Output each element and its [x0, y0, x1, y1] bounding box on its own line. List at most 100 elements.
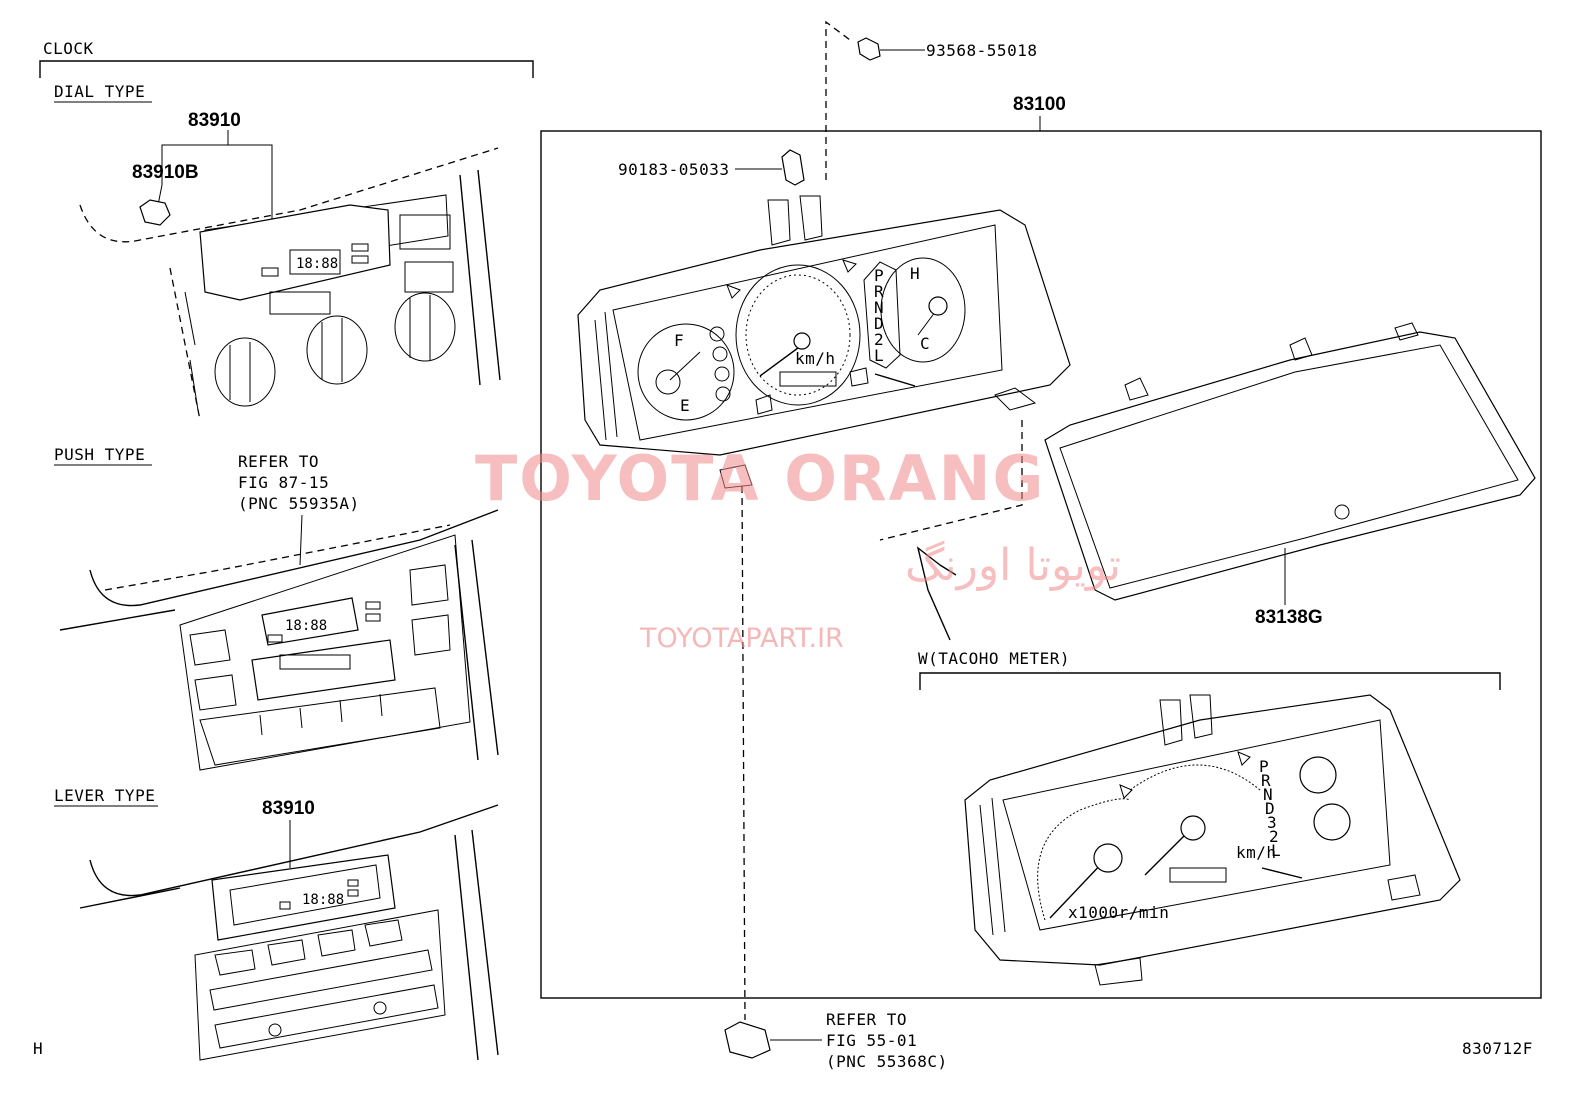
gear-2: 2	[874, 330, 884, 349]
lever-buttons-row	[214, 919, 403, 976]
tacho-housing	[964, 694, 1461, 966]
part-83910-lever: 83910	[262, 798, 315, 819]
lever-type-group: LEVER TYPE 83910 18:88	[54, 786, 499, 1061]
lens-clips	[1124, 322, 1419, 401]
push-dash-inner	[104, 524, 451, 591]
speedometer-hub-tacho	[1180, 815, 1206, 841]
part-83100: 83100	[1013, 94, 1066, 115]
temp-needle-hub	[928, 296, 948, 316]
watermark-url: TOYOTAPART.IR	[639, 623, 844, 654]
lever-dash-top	[89, 804, 499, 897]
gear-n: N	[874, 298, 884, 317]
push-refer-line2: FIG 87-15	[238, 473, 329, 492]
speedometer-needle	[759, 344, 803, 377]
lever-button-left	[279, 901, 291, 910]
dial-knob-center	[306, 315, 368, 385]
bulb-socket-icon	[724, 1021, 771, 1059]
watermark-brand-fa: تویوتا اورنگ	[905, 540, 1121, 591]
gear-indicator-panel	[863, 261, 901, 369]
dial-clock-body	[199, 204, 391, 301]
temp-gauge-c: C	[920, 334, 930, 353]
tacho-trip-knob	[1261, 867, 1303, 879]
tacho-face	[1002, 719, 1391, 931]
watermark-brand: TOYOTA ORANG	[475, 442, 1045, 515]
speedometer-ticks	[745, 274, 851, 396]
push-refer-leader	[299, 514, 303, 566]
push-refer-line3: (PNC 55935A)	[238, 494, 360, 513]
dial-type-label: DIAL TYPE	[54, 82, 145, 101]
meter-face	[612, 224, 1003, 441]
dial-button-right-2	[351, 255, 369, 264]
tacho-unit: x1000r/min	[1068, 903, 1169, 922]
corner-letter: H	[33, 1039, 43, 1058]
meter-lens	[1044, 322, 1536, 605]
lever-button-right-1	[347, 879, 359, 887]
dial-display-text: 18:88	[296, 256, 338, 272]
tachometer-dial	[1037, 798, 1131, 921]
push-panel-outline	[179, 534, 471, 771]
gear-d: D	[874, 314, 884, 333]
dial-knob-left	[214, 337, 276, 407]
meter-assembly-frame	[540, 130, 1542, 999]
part-93568-55018: 93568-55018	[926, 41, 1037, 60]
lever-type-label: LEVER TYPE	[54, 786, 155, 805]
fuel-needle	[669, 351, 701, 381]
lens-outer	[1044, 331, 1536, 601]
tachometer-needle	[1049, 859, 1106, 919]
dial-clock-display	[289, 249, 341, 275]
push-type-group: PUSH TYPE REFER TO FIG 87-15 (PNC 55935A…	[54, 445, 499, 771]
push-dash-top	[89, 509, 499, 607]
dial-vent-slot	[269, 291, 331, 315]
tacho-gear-2: 2	[1269, 827, 1279, 846]
lens-knob-hole	[1334, 504, 1350, 520]
tacho-top-tabs	[1159, 694, 1213, 746]
tacho-gear-n: N	[1263, 785, 1273, 804]
push-button-right-2	[365, 613, 381, 622]
clock-title: CLOCK	[43, 39, 94, 58]
lever-lower-slot	[214, 984, 439, 1049]
lever-button-right-2	[347, 889, 359, 897]
lever-knob-2	[373, 1001, 387, 1015]
gear-l: L	[874, 346, 884, 365]
indicator-2	[712, 346, 728, 362]
bottom-refer-line3: (PNC 55368C)	[826, 1052, 948, 1071]
tacho-turn-arrows	[1119, 751, 1251, 799]
tacho-label: W(TACOHO METER)	[918, 649, 1070, 668]
dial-dash-left	[169, 267, 201, 421]
turn-signal-arrows	[726, 259, 857, 299]
watermark: TOYOTA ORANG تویوتا اورنگ TOYOTAPART.IR	[475, 442, 1121, 654]
dial-knob-ribs	[229, 295, 431, 402]
tacho-gear-r: R	[1261, 771, 1271, 790]
lever-dash-left	[79, 887, 181, 909]
dial-dash-top	[79, 147, 499, 243]
fuel-gauge-e: E	[680, 396, 690, 415]
tacho-gear-3: 3	[1267, 813, 1277, 832]
bottom-refer-line2: FIG 55-01	[826, 1031, 917, 1050]
push-dash-left	[59, 609, 176, 631]
fuel-needle-hub	[655, 369, 681, 395]
tachometer-hub	[1093, 843, 1123, 873]
push-clock-body	[261, 597, 359, 646]
push-audio-unit	[251, 639, 396, 701]
speedometer-needle-tacho	[1144, 829, 1191, 876]
push-tray-ribs	[259, 693, 383, 736]
gear-r: R	[874, 282, 884, 301]
dial-type-group: DIAL TYPE 83910 83910B 18:88	[54, 82, 501, 421]
bottom-refer-line1: REFER TO	[826, 1010, 907, 1029]
tacho-fuel-gauge	[1313, 803, 1351, 841]
tacho-temp-gauge	[1299, 756, 1337, 794]
fuel-gauge	[637, 323, 735, 421]
part-90183-05033: 90183-05033	[618, 160, 729, 179]
dial-side-panel-2	[404, 261, 454, 293]
clock-section: CLOCK DIAL TYPE 83910 83910B 18:88	[39, 39, 534, 1061]
tacho-odometer	[1169, 867, 1227, 883]
part-83138g: 83138G	[1255, 607, 1323, 628]
lever-console-edge	[454, 829, 499, 1061]
dial-panel-lines	[184, 291, 199, 411]
dial-button-right-1	[351, 243, 369, 252]
dial-bulb-icon	[139, 199, 171, 226]
tacho-bottom-tabs	[1094, 874, 1421, 986]
lever-display-text: 18:88	[302, 892, 344, 908]
part-83910b: 83910B	[132, 162, 199, 183]
